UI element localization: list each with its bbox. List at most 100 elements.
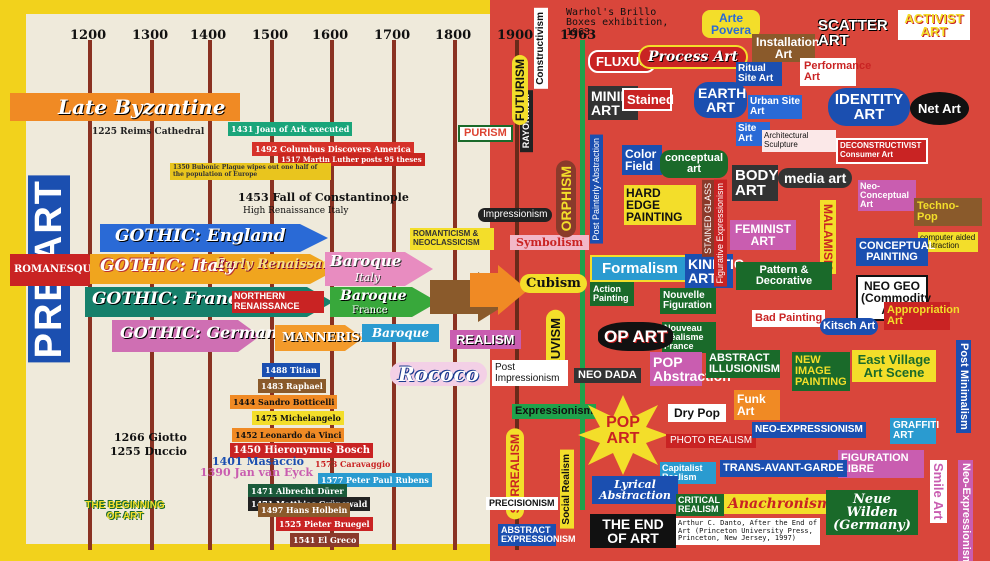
arte-povera-label: Arte Povera bbox=[702, 10, 760, 38]
op-art-label: OP ART bbox=[598, 322, 674, 351]
anachronism-label: Anachronism bbox=[722, 494, 838, 514]
year-label: 1400 bbox=[190, 28, 227, 43]
earth-art-label: EARTH ART bbox=[694, 82, 747, 118]
net-art-label: Net Art bbox=[910, 92, 969, 125]
artist-raphael: 1483 Raphael bbox=[258, 379, 326, 393]
romanesque-label: ROMANESQUE bbox=[14, 264, 99, 275]
action-painting-label: Action Painting bbox=[590, 282, 634, 306]
romanticism-label: ROMANTICISM & NEOCLASSICISM bbox=[410, 228, 494, 250]
warhol-caption: Warhol's Brillo Boxes exhibition, 1963. bbox=[566, 7, 669, 38]
year-label: 1600 bbox=[312, 28, 349, 43]
baroque-italy-sub: Italy bbox=[355, 271, 381, 284]
constantinople-label: 1453 Fall of Constantinople bbox=[238, 191, 409, 204]
neo-expressionism-vertical: Neo-Expressionism bbox=[958, 460, 973, 561]
symbolism-label: Symbolism bbox=[510, 235, 590, 250]
malamism-label: MALAMISM bbox=[820, 200, 836, 274]
ritual-site-art-label: Ritual Site Art bbox=[736, 62, 782, 86]
gothic-italy-label: GOTHIC: Italy bbox=[100, 256, 235, 276]
installation-art-label: Installation Art bbox=[752, 34, 819, 62]
graffiti-art-label: GRAFFITI ART bbox=[890, 418, 939, 444]
artist-botticelli: 1444 Sandro Botticelli bbox=[230, 395, 338, 409]
gothic-germany-arrow bbox=[112, 320, 260, 352]
mannerism-arrow bbox=[275, 325, 363, 351]
identity-art-label: IDENTITY ART bbox=[828, 88, 910, 126]
gothic-italy-arrow bbox=[90, 254, 338, 284]
pop-art-label: POP ART bbox=[606, 414, 640, 447]
media-art-label: media art bbox=[778, 168, 853, 188]
artist-van-eyck: 1390 Jan van Eyck bbox=[200, 466, 314, 479]
bad-painting-label: Bad Painting bbox=[752, 310, 826, 327]
high-renaissance-label: High Renaissance Italy bbox=[243, 206, 349, 216]
romanesque-arrow bbox=[10, 254, 108, 286]
columbus-label: 1492 Columbus Discovers America bbox=[252, 142, 414, 156]
urban-site-art-label: Urban Site Art bbox=[748, 95, 802, 119]
luther-label: 1517 Martin Luther posts 95 theses bbox=[278, 153, 425, 166]
beginning-of-art: THE BEGINNING OF ART bbox=[85, 500, 165, 522]
year-label: 1900 bbox=[497, 28, 534, 43]
artist-rubens: 1577 Peter Paul Rubens bbox=[318, 473, 432, 487]
scatter-art-label: SCATTER ART bbox=[818, 17, 888, 49]
smile-art-vertical: Smile Art bbox=[930, 460, 947, 523]
gothic-germany-label: GOTHIC: Germany bbox=[120, 323, 287, 342]
year-label: 1700 bbox=[374, 28, 411, 43]
reims-label: 1225 Reims Cathedral bbox=[92, 127, 205, 137]
artist-bruegel: 1525 Pieter Bruegel bbox=[276, 517, 373, 531]
figurative-expressionism-vertical: Figurative Expressionism bbox=[714, 180, 727, 287]
baroque-france-arrow bbox=[330, 287, 438, 317]
gothic-england-label: GOTHIC: England bbox=[115, 226, 286, 246]
artist-duccio: 1255 Duccio bbox=[110, 445, 187, 458]
feminist-art-label: FEMINIST ART bbox=[730, 220, 796, 250]
baroque-france-sub: France bbox=[352, 305, 388, 316]
year-label: 1200 bbox=[70, 28, 107, 43]
process-art-label: Process Art bbox=[638, 45, 749, 69]
abstract-expressionism-label: ABSTRACT EXPRESSIONISM bbox=[498, 524, 576, 546]
year-label: 1300 bbox=[132, 28, 169, 43]
late-byzantine-label: Late Byzantine bbox=[58, 95, 226, 119]
neue-wilden-label: Neue Wilden (Germany) bbox=[826, 490, 918, 535]
mannerism-label: MANNERISM bbox=[282, 330, 374, 344]
artist-titian: 1488 Titian bbox=[262, 363, 320, 377]
year-label: 1800 bbox=[435, 28, 472, 43]
post-minimalism-vertical: Post Minimalism bbox=[956, 340, 971, 433]
artist-giotto: 1266 Giotto bbox=[114, 431, 187, 444]
pop-abstraction-label: POP Abstraction bbox=[650, 352, 731, 386]
computer-aided-label: computer aided abstraction bbox=[918, 232, 978, 252]
artist-leonardo: 1452 Leonardo da Vinci bbox=[232, 428, 345, 442]
post-painterly-vertical: Post Painterly Abstraction bbox=[590, 135, 603, 244]
abstract-illusionism-label: ABSTRACT ILLUSIONISM bbox=[706, 350, 780, 378]
flow-arrow bbox=[470, 265, 528, 315]
baroque-france-label: Baroque bbox=[340, 288, 407, 304]
body-art-label: BODY ART bbox=[732, 165, 778, 201]
impressionism-label: Impressionism bbox=[478, 208, 553, 222]
hard-edge-painting-label: HARD EDGE PAINTING bbox=[624, 185, 696, 225]
late-byzantine-band bbox=[10, 93, 240, 121]
conceptual-art-label: conceptual art bbox=[660, 150, 728, 178]
new-image-painting-label: NEW IMAGE PAINTING bbox=[792, 352, 850, 391]
activist-art-label: ACTIVIST ART bbox=[898, 10, 970, 40]
northern-renaissance-label: NORTHERN RENAISSANCE bbox=[232, 291, 324, 313]
neo-conceptual-art-label: Neo-Conceptual Art bbox=[858, 180, 916, 211]
artist-caravaggio: 1573 Caravaggio bbox=[315, 459, 391, 469]
end-of-art-label: THE END OF ART bbox=[590, 514, 676, 548]
gothic-england-arrow bbox=[100, 224, 328, 252]
baroque-italy-label: Baroque bbox=[330, 252, 402, 270]
pop-art-starburst bbox=[578, 395, 668, 475]
performance-art-label: Performance Art bbox=[800, 58, 871, 86]
techno-pop-label: Techno-Pop bbox=[914, 198, 982, 226]
deconstructivist-label: DECONSTRUCTIVIST Consumer Art bbox=[836, 138, 928, 164]
color-field-label: Color Field bbox=[622, 145, 662, 175]
neo-expressionism-label: NEO-EXPRESSIONISM bbox=[752, 422, 866, 438]
orphism-label: ORPHISM bbox=[556, 160, 576, 238]
neo-dada-label: NEO DADA bbox=[574, 368, 641, 383]
futurism-label: FUTURISM bbox=[512, 55, 528, 125]
rococo-label: Rococo bbox=[390, 362, 487, 386]
baroque-italy-arrow bbox=[325, 252, 433, 286]
funk-art-label: Funk Art bbox=[734, 390, 780, 420]
lyrical-abstraction-label: Lyrical Abstraction bbox=[592, 476, 678, 504]
dry-pop-label: Dry Pop bbox=[668, 404, 727, 422]
joan-label: 1431 Joan of Ark executed bbox=[228, 122, 353, 136]
year-label: 1500 bbox=[252, 28, 289, 43]
figuration-libre-label: FIGURATION LIBRE bbox=[838, 450, 924, 478]
artist-bosch: 1450 Hieronymus Bosch bbox=[230, 443, 374, 458]
social-realism-label: Social Realism bbox=[560, 450, 574, 529]
